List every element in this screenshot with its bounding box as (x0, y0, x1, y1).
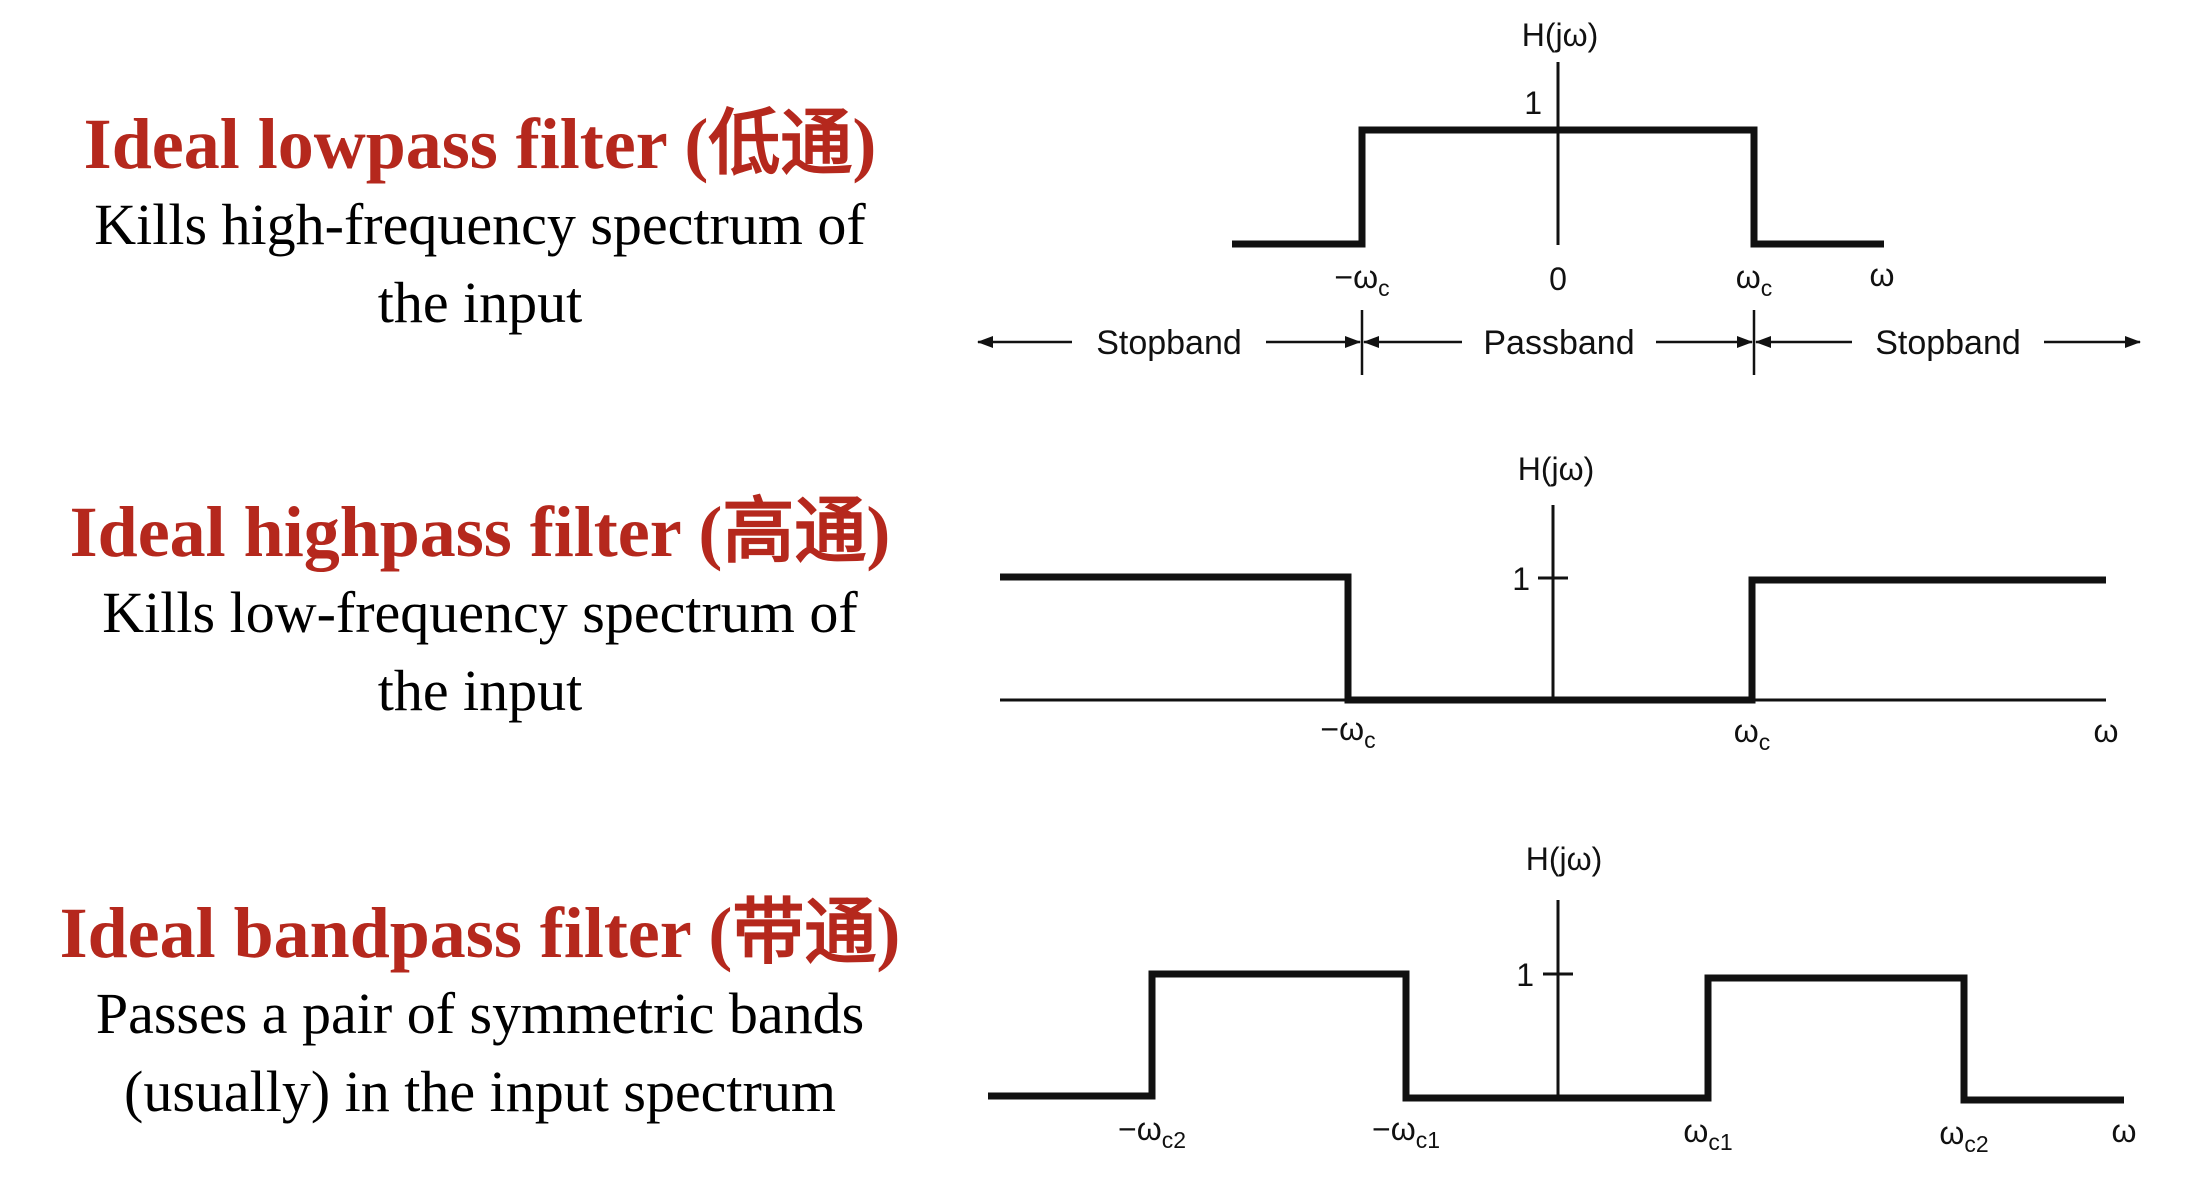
bandpass-cutoff-neg-c2: −ωc2 (1118, 1111, 1186, 1153)
bandpass-cutoff-pos-c2: ωc2 (1939, 1115, 1988, 1157)
lowpass-diagram: H(jω) 1 0 −ωc ωc ω Stopband Passband Sto… (977, 17, 2141, 375)
highpass-text: Ideal highpass filter (高通) Kills low-fre… (0, 490, 960, 730)
lowpass-band-stop-left: Stopband (1096, 324, 1242, 362)
lowpass-band-pass: Passband (1483, 324, 1634, 362)
highpass-title: Ideal highpass filter (高通) (69, 492, 891, 572)
bandpass-diagram: H(jω) 1 −ωc2 −ωc1 ωc1 ωc2 ω (988, 841, 2136, 1157)
lowpass-level-label: 1 (1524, 85, 1542, 121)
highpass-cutoff-pos: ωc (1734, 713, 1770, 755)
highpass-diagram: H(jω) 1 −ωc ωc ω (1000, 451, 2118, 755)
highpass-desc-line2: the input (377, 658, 583, 723)
lowpass-desc-line2: the input (377, 270, 583, 335)
bandpass-cutoff-pos-c1: ωc1 (1683, 1113, 1732, 1155)
lowpass-desc-line1: Kills high-frequency spectrum of (94, 192, 866, 257)
bandpass-cutoff-neg-c1: −ωc1 (1372, 1111, 1440, 1153)
bandpass-response (988, 970, 2124, 1104)
lowpass-title: Ideal lowpass filter (低通) (83, 104, 877, 184)
highpass-axis-label: H(jω) (1518, 451, 1595, 487)
highpass-level-label: 1 (1512, 561, 1530, 597)
bandpass-desc-line2: (usually) in the input spectrum (124, 1059, 836, 1124)
lowpass-cutoff-pos: ωc (1736, 259, 1772, 301)
bandpass-text: Ideal bandpass filter (带通) Passes a pair… (0, 891, 960, 1131)
bandpass-axis-label: H(jω) (1526, 841, 1603, 877)
bandpass-level-label: 1 (1516, 957, 1534, 993)
lowpass-freq-label: ω (1870, 257, 1895, 293)
lowpass-origin-label: 0 (1549, 261, 1567, 297)
lowpass-text: Ideal lowpass filter (低通) Kills high-fre… (0, 102, 960, 342)
highpass-desc-line1: Kills low-frequency spectrum of (102, 580, 858, 645)
lowpass-cutoff-neg: −ωc (1334, 259, 1389, 301)
lowpass-axis-label: H(jω) (1522, 17, 1599, 53)
highpass-cutoff-neg: −ωc (1320, 711, 1375, 753)
highpass-freq-label: ω (2094, 713, 2119, 749)
bandpass-title: Ideal bandpass filter (带通) (59, 893, 901, 973)
highpass-response (1000, 573, 2106, 704)
lowpass-response (1232, 126, 1884, 248)
lowpass-band-stop-right: Stopband (1875, 324, 2021, 362)
bandpass-desc-line1: Passes a pair of symmetric bands (95, 981, 865, 1046)
bandpass-freq-label: ω (2112, 1113, 2137, 1149)
